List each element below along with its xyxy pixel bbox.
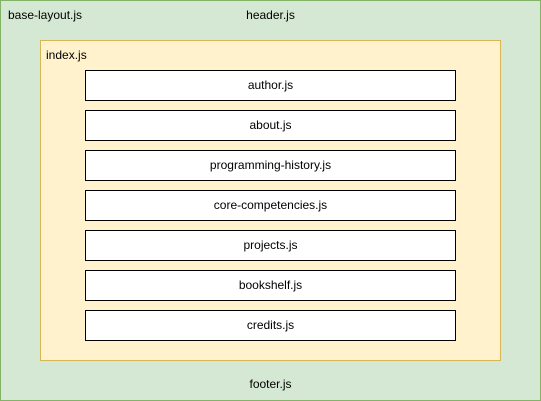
component-credits: credits.js xyxy=(85,310,456,341)
header-label: header.js xyxy=(246,8,295,22)
component-bookshelf: bookshelf.js xyxy=(85,270,456,301)
component-projects: projects.js xyxy=(85,230,456,261)
base-layout-label: base-layout.js xyxy=(8,8,83,22)
component-author: author.js xyxy=(85,70,456,101)
footer-label: footer.js xyxy=(249,377,292,391)
component-about: about.js xyxy=(85,110,456,141)
component-programming-history: programming-history.js xyxy=(85,150,456,181)
component-core-competencies: core-competencies.js xyxy=(85,190,456,221)
index-label: index.js xyxy=(46,48,87,62)
